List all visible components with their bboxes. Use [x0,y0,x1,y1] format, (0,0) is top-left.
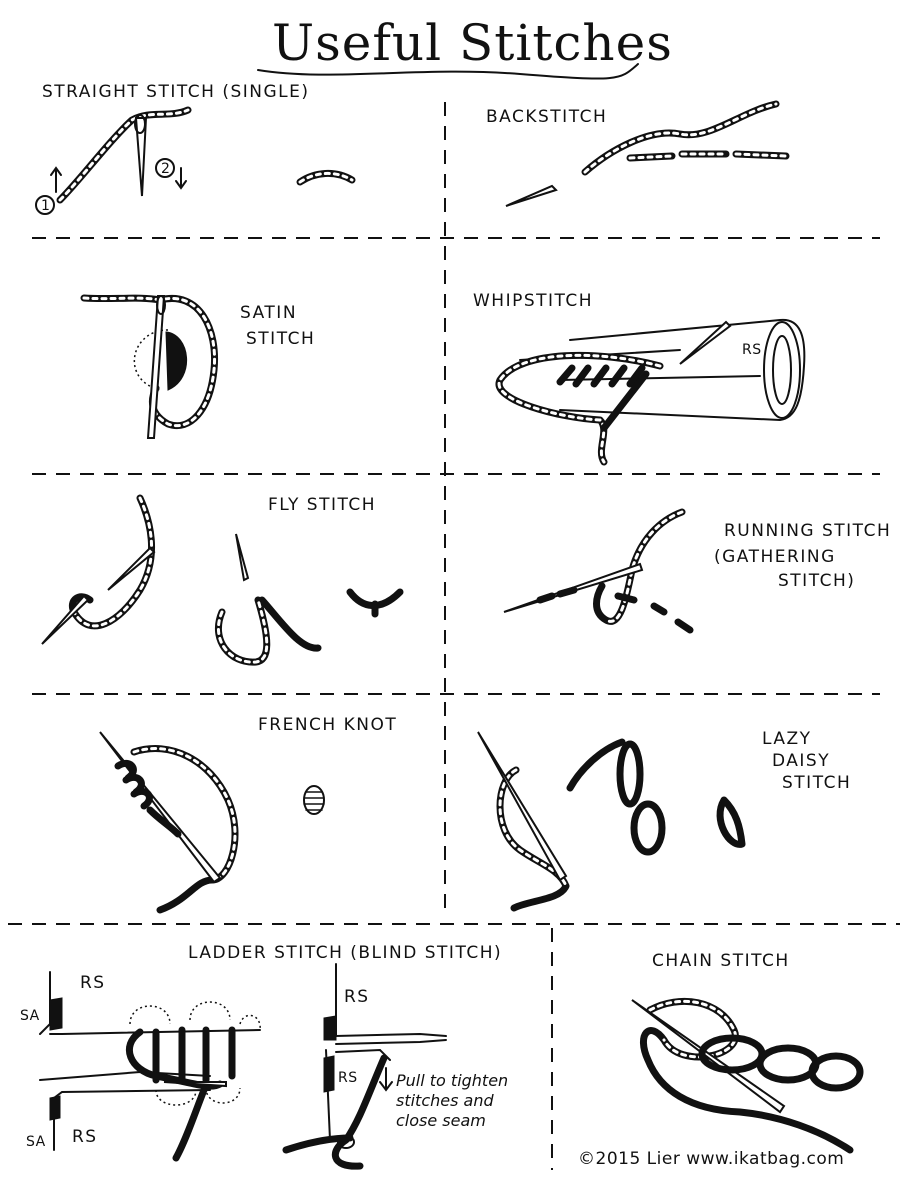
fly-stitch-label: FLY STITCH [268,495,376,515]
step-2-marker: 2 [156,159,186,188]
satin-stitch-label-line1: SATIN [240,303,297,323]
french-knot-panel: FRENCH KNOT [100,715,397,910]
straight-stitch-thread-illustration [60,110,352,200]
french-knot-thread-illustration [100,732,324,910]
rs-bottom-left-label: RS [72,1127,98,1147]
backstitch-panel: BACKSTITCH [486,104,786,206]
ladder-stitch-panel: LADDER STITCH (BLIND STITCH) RS SA SA RS [20,943,508,1166]
step-1-number: 1 [41,198,50,214]
pull-note-line2: stitches and [396,1091,494,1110]
rs-top-right-label: RS [344,987,370,1007]
satin-stitch-thread-illustration [84,296,215,438]
lazy-daisy-label-line1: LAZY [762,729,812,749]
pull-note-line1: Pull to tighten [396,1071,508,1090]
french-knot-label: FRENCH KNOT [258,715,397,735]
whipstitch-fabric-tube: RS [520,320,804,420]
ladder-stitch-left-illustration: RS SA SA RS [20,972,260,1158]
whipstitch-rs-label: RS [742,342,762,358]
lazy-daisy-label-line2: DAISY [772,751,830,771]
satin-stitch-panel: SATIN STITCH [84,296,315,438]
copyright-credit: ©2015 Lier www.ikatbag.com [578,1149,844,1169]
straight-stitch-panel: STRAIGHT STITCH (SINGLE) 1 2 [36,82,352,214]
lazy-daisy-panel: LAZY DAISY STITCH [478,729,851,908]
lazy-daisy-thread-illustration [478,732,742,908]
running-stitch-label-line1: RUNNING STITCH [724,521,891,541]
rs-mid-right-label: RS [338,1070,358,1086]
fly-stitch-thread-illustration [42,498,400,662]
chain-stitch-panel: CHAIN STITCH [632,951,860,1150]
running-stitch-thread-illustration [504,512,690,630]
chain-stitch-label: CHAIN STITCH [652,951,790,971]
backstitch-label: BACKSTITCH [486,107,607,127]
rs-top-left-label: RS [80,973,106,993]
pull-note-line3: close seam [396,1111,486,1130]
ladder-stitch-label: LADDER STITCH (BLIND STITCH) [188,943,502,963]
page-title: Useful Stitches [272,14,673,72]
step-2-number: 2 [161,161,170,177]
sa-top-label: SA [20,1008,40,1024]
running-stitch-panel: RUNNING STITCH (GATHERING STITCH) [504,512,891,630]
whipstitch-panel: WHIPSTITCH RS [473,291,804,462]
lazy-daisy-label-line3: STITCH [782,773,851,793]
whipstitch-thread-illustration [499,322,730,462]
panel-dividers [8,102,900,1170]
sa-bottom-label: SA [26,1134,46,1150]
ladder-stitch-right-illustration: RS RS Pull to tighten stitches and close… [286,964,508,1166]
straight-stitch-label: STRAIGHT STITCH (SINGLE) [42,82,310,102]
whipstitch-label: WHIPSTITCH [473,291,593,311]
running-stitch-label-line2: (GATHERING [714,547,836,567]
satin-stitch-label-line2: STITCH [246,329,315,349]
running-stitch-label-line3: STITCH) [778,571,855,591]
fly-stitch-panel: FLY STITCH [42,495,400,662]
step-1-marker: 1 [36,168,61,214]
chain-stitch-thread-illustration [632,1000,860,1150]
